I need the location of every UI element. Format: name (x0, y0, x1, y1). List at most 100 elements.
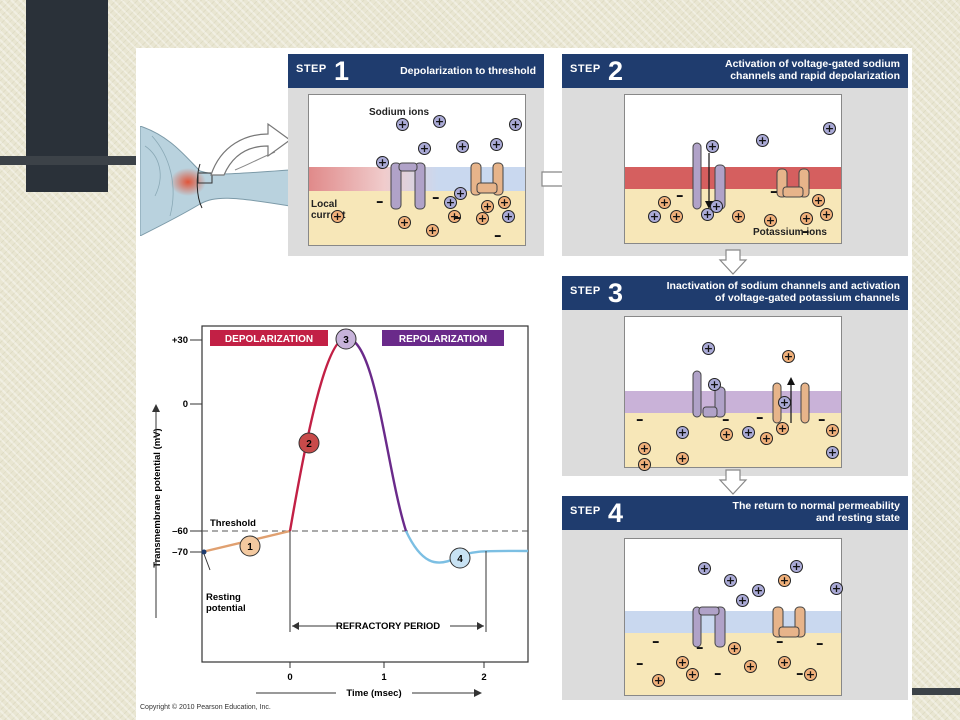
sodium-ion-icon: + (701, 208, 714, 221)
step-3-to-4-arrow (718, 469, 748, 495)
potassium-ion-icon: + (776, 422, 789, 435)
sodium-ion-icon: + (676, 426, 689, 439)
negative-charge-icon: – (756, 408, 764, 426)
potassium-ion-icon: + (658, 196, 671, 209)
sodium-ion-icon: + (490, 138, 503, 151)
potassium-ion-icon: + (760, 432, 773, 445)
decorative-rule-left (0, 156, 136, 165)
step-number: 2 (608, 56, 624, 86)
step-1-membrane-box: Sodium ions Local current (308, 94, 526, 246)
potassium-ion-icon: + (498, 196, 511, 209)
marker-4-label: 4 (457, 554, 463, 565)
negative-charge-icon: – (722, 410, 730, 428)
x-tick-label: 1 (381, 672, 387, 683)
sodium-ion-icon: + (702, 342, 715, 355)
sodium-ions-label: Sodium ions (369, 107, 429, 118)
potassium-ion-icon: + (331, 210, 344, 223)
neuron-illustration (140, 126, 290, 236)
sodium-ion-icon: + (742, 426, 755, 439)
y-tick-label: –70 (172, 547, 188, 558)
marker-1 (239, 535, 261, 557)
step-label: STEP (570, 285, 601, 297)
negative-charge-icon: – (432, 188, 440, 206)
marker-3-label: 3 (343, 335, 349, 346)
potassium-ion-icon: + (812, 194, 825, 207)
sodium-ion-icon: + (502, 210, 515, 223)
step-label: STEP (570, 505, 601, 517)
potassium-ion-icon: + (638, 458, 651, 471)
potassium-ion-icon: + (686, 668, 699, 681)
potassium-ion-icon: + (744, 660, 757, 673)
potassium-ion-icon: + (778, 656, 791, 669)
potassium-ion-icon: + (481, 200, 494, 213)
local-current-label: Local current (311, 199, 346, 221)
potassium-ion-icon: + (426, 224, 439, 237)
step-4-header: STEP 4 The return to normal permeability… (562, 496, 908, 530)
step-title: Inactivation of sodium channels and acti… (666, 280, 900, 304)
sodium-ion-icon: + (454, 187, 467, 200)
sodium-ion-icon: + (736, 594, 749, 607)
y-tick-label: –60 (172, 526, 188, 537)
x-tick-label: 0 (287, 672, 292, 683)
potassium-ion-icon: + (764, 214, 777, 227)
x-tick-label: 2 (481, 672, 486, 683)
negative-charge-icon: – (714, 664, 722, 682)
potassium-ion-icon: + (778, 574, 791, 587)
resting-point (201, 549, 207, 555)
marker-1-label: 1 (247, 542, 253, 553)
sodium-ion-icon: + (823, 122, 836, 135)
potassium-ion-icon: + (676, 656, 689, 669)
step-title: Activation of voltage-gated sodium chann… (724, 58, 900, 82)
negative-charge-icon: – (696, 638, 704, 656)
sodium-ion-icon: + (698, 562, 711, 575)
potassium-ion-icon: + (804, 668, 817, 681)
sodium-ion-icon: + (376, 156, 389, 169)
potassium-ion-icon: + (820, 208, 833, 221)
y-axis-label: Transmembrane potential (mV) (152, 428, 163, 567)
step-2-to-3-arrow (718, 249, 748, 275)
potassium-ions-label: Potassium ions (753, 227, 827, 238)
copyright-notice: Copyright © 2010 Pearson Education, Inc. (140, 704, 271, 711)
sodium-ion-icon: + (724, 574, 737, 587)
marker-4 (449, 547, 471, 569)
negative-charge-icon: – (454, 208, 462, 226)
potassium-ion-icon: + (800, 212, 813, 225)
marker-3 (335, 328, 357, 350)
potassium-ion-icon: + (652, 674, 665, 687)
potassium-ion-icon: + (732, 210, 745, 223)
y-tick-label: 0 (183, 399, 188, 410)
sodium-ion-icon: + (396, 118, 409, 131)
potassium-ion-icon: + (728, 642, 741, 655)
sodium-ion-icon: + (648, 210, 661, 223)
sodium-ion-icon: + (752, 584, 765, 597)
potassium-ion-icon: + (826, 424, 839, 437)
step-number: 4 (608, 498, 624, 528)
negative-charge-icon: – (802, 222, 810, 240)
negative-charge-icon: – (636, 410, 644, 428)
callout-arrow (210, 122, 292, 176)
repolarization-curve (345, 336, 408, 532)
sodium-ion-icon: + (790, 560, 803, 573)
sodium-ion-icon: + (778, 396, 791, 409)
step-3-membrane-box (624, 316, 842, 468)
negative-charge-icon: – (770, 182, 778, 200)
x-axis-label: Time (msec) (346, 688, 401, 699)
step-number: 3 (608, 278, 624, 308)
sodium-ion-icon: + (756, 134, 769, 147)
potassium-ion-icon: + (398, 216, 411, 229)
repolarization-banner (382, 330, 504, 346)
potassium-ion-icon: + (670, 210, 683, 223)
step-3-header: STEP 3 Inactivation of sodium channels a… (562, 276, 908, 310)
step-number: 1 (334, 56, 350, 86)
sodium-ion-icon: + (509, 118, 522, 131)
depolarization-banner (210, 330, 328, 346)
resting-potential-text: Resting potential (206, 592, 246, 614)
step-2-header: STEP 2 Activation of voltage-gated sodiu… (562, 54, 908, 88)
decorative-rule-right (908, 688, 960, 695)
sodium-ion-icon: + (830, 582, 843, 595)
step-title: Depolarization to threshold (400, 65, 536, 77)
potassium-ion-icon: + (476, 212, 489, 225)
sodium-ion-icon: + (710, 200, 723, 213)
potassium-ion-icon: + (720, 428, 733, 441)
negative-charge-icon: – (676, 186, 684, 204)
